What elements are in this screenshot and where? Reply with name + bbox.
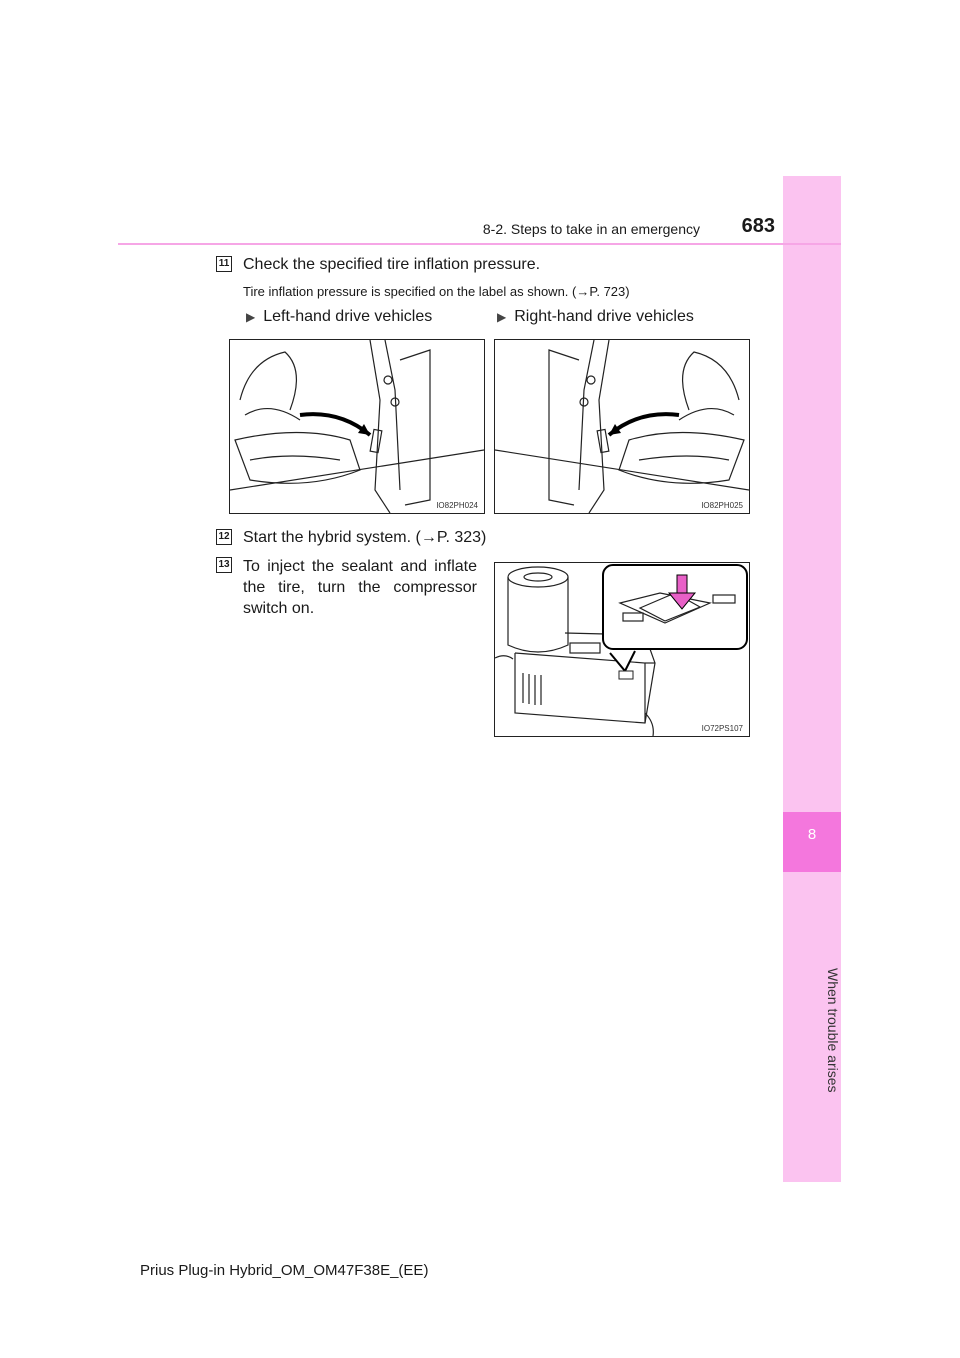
variant-left-label: ▶Left-hand drive vehicles (246, 308, 433, 325)
chapter-number-tab (783, 812, 841, 872)
door-pillar-label-drawing (230, 340, 484, 513)
step-11-note: Tire inflation pressure is specified on … (243, 284, 630, 299)
page-number: 683 (741, 215, 775, 237)
step-13-text: To inject the sealant and inflate the ti… (243, 558, 477, 617)
left-hand-drive-illustration: IO82PH024 (229, 339, 485, 514)
figure-code: IO82PH024 (436, 501, 478, 510)
variant-right-label: ▶Right-hand drive vehicles (497, 308, 694, 325)
step-12-text: Start the hybrid system. (→P. 323) (243, 529, 487, 546)
step-number-11: 11 (216, 256, 232, 272)
door-pillar-label-drawing (495, 340, 749, 513)
figure-code: IO82PH025 (701, 501, 743, 510)
step-number-13: 13 (216, 557, 232, 573)
step-number-12: 12 (216, 529, 232, 545)
compressor-switch-illustration: IO72PS107 (494, 562, 750, 737)
chapter-tab (783, 176, 841, 1182)
triangle-bullet-icon: ▶ (246, 310, 256, 324)
right-hand-drive-illustration: IO82PH025 (494, 339, 750, 514)
chapter-label: When trouble arises (825, 967, 841, 1093)
header-rule (118, 243, 841, 245)
document-footer: Prius Plug-in Hybrid_OM_OM47F38E_(EE) (140, 1262, 429, 1279)
section-title: 8-2. Steps to take in an emergency (482, 221, 700, 237)
compressor-drawing (495, 564, 748, 736)
chapter-number: 8 (807, 826, 817, 843)
step-11-text: Check the specified tire inflation press… (243, 256, 541, 273)
figure-code: IO72PS107 (701, 724, 743, 733)
triangle-bullet-icon: ▶ (497, 310, 507, 324)
